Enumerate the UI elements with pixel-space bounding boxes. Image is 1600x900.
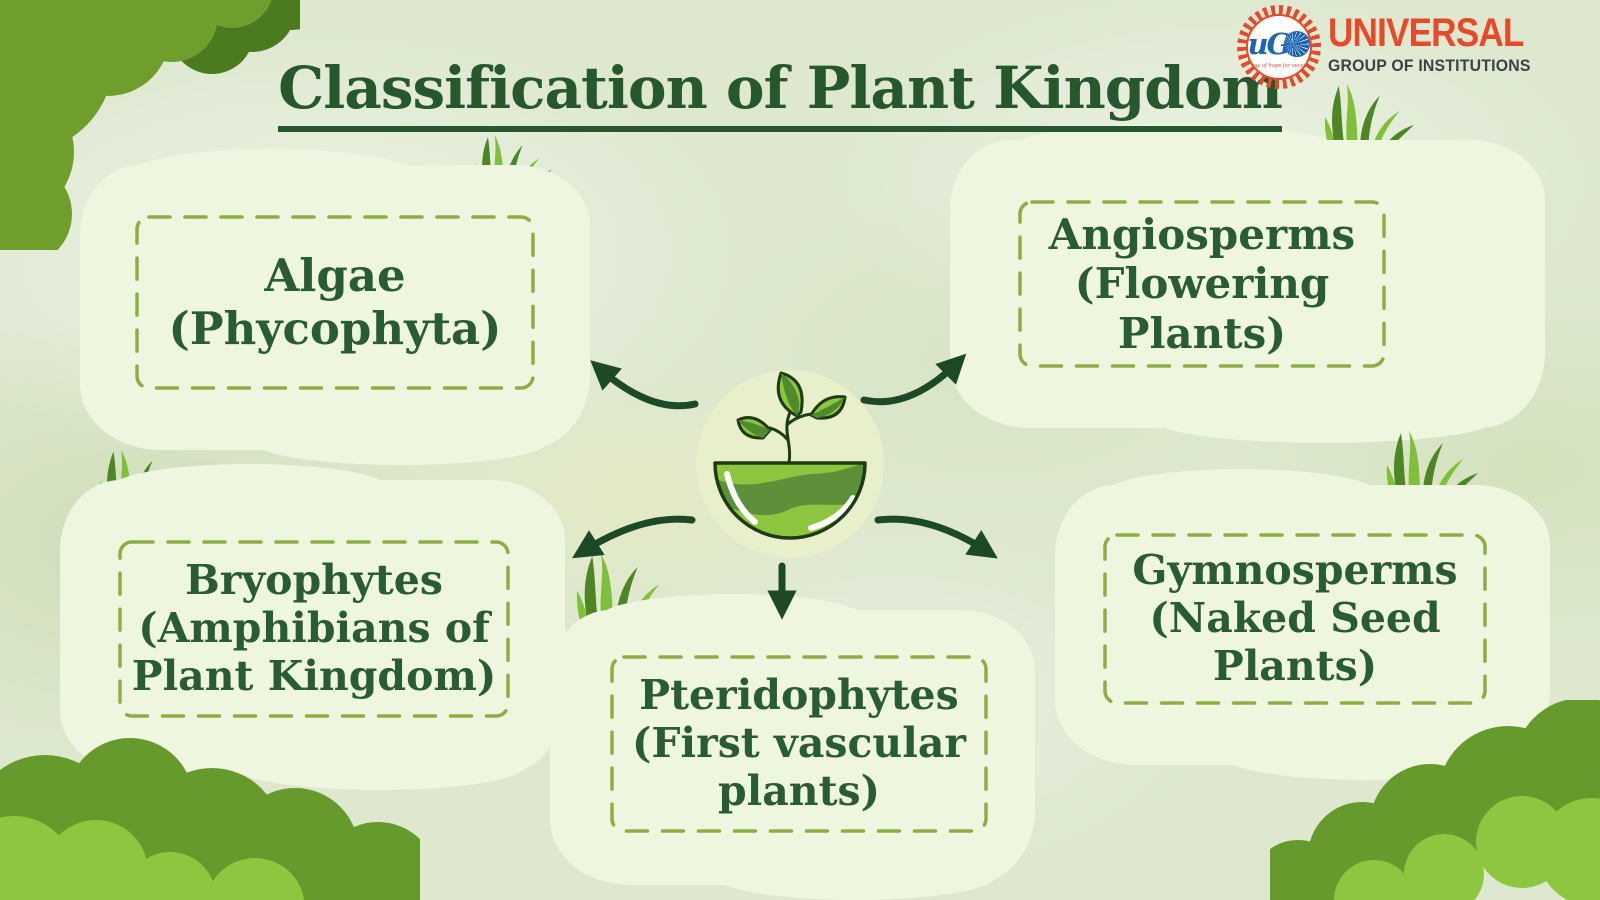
emblem-monogram-text: uG <box>1247 26 1291 61</box>
node-label-line: Bryophytes <box>185 556 443 605</box>
node-label-line: Plants) <box>1117 308 1287 358</box>
node-label-line: Pteridophytes <box>639 671 959 720</box>
emblem-monogram: uG <box>1247 26 1310 62</box>
bush-decoration-top-left-icon <box>0 0 300 250</box>
brand-subtitle: GROUP OF INSTITUTIONS <box>1327 57 1531 75</box>
sprout-in-soil-icon <box>696 370 884 558</box>
node-bryophytes: Bryophytes (Amphibians of Plant Kingdom) <box>60 464 565 790</box>
node-label: Pteridophytes (First vascular plants) <box>610 655 988 833</box>
dashed-border <box>118 540 510 718</box>
node-label: Angiosperms (Flowering Plants) <box>1018 200 1386 368</box>
node-label-line: Gymnosperms <box>1132 546 1458 595</box>
card-background <box>950 124 1545 443</box>
ugi-emblem-icon: uG A ray of hope for success <box>1236 5 1321 89</box>
bush-decoration-bottom-right-icon <box>1270 700 1600 900</box>
node-label-line: plants) <box>717 766 881 815</box>
node-label: Bryophytes (Amphibians of Plant Kingdom) <box>118 540 510 718</box>
card-background <box>60 464 565 790</box>
node-label-line: (Amphibians of <box>138 604 490 653</box>
node-algae: Algae (Phycophyta) <box>80 149 590 465</box>
card-background <box>1055 469 1550 780</box>
node-angiosperms: Angiosperms (Flowering Plants) <box>950 124 1545 443</box>
dashed-border <box>610 655 988 833</box>
arrow-to-bryophytes-icon <box>572 515 696 559</box>
node-label-line: (Flowering <box>1074 259 1330 309</box>
emblem-tagline: A ray of hope for success <box>1246 62 1312 68</box>
dashed-border <box>135 215 535 390</box>
node-label-line: (Phycophyta) <box>168 301 502 355</box>
node-pteridophytes: Pteridophytes (First vascular plants) <box>550 610 1035 900</box>
bush-decoration-bottom-left-icon <box>0 738 420 900</box>
node-label-line: Plant Kingdom) <box>131 651 497 700</box>
node-label-line: Plants) <box>1212 641 1378 690</box>
arrow-to-pteridophytes-icon <box>767 562 797 620</box>
brand-text: UNIVERSAL GROUP OF INSTITUTIONS <box>1328 5 1550 75</box>
node-gymnosperms: Gymnosperms (Naked Seed Plants) <box>1055 469 1550 780</box>
dashed-border <box>1103 533 1487 705</box>
node-label-line: (Naked Seed <box>1149 594 1441 643</box>
arrow-to-algae-icon <box>590 360 699 410</box>
emblem-core: uG A ray of hope for success <box>1245 14 1312 80</box>
node-label-line: Angiosperms <box>1048 210 1356 260</box>
arrow-to-gymnosperms-icon <box>874 515 998 559</box>
node-label-line: Algae <box>264 248 406 302</box>
brand-name: UNIVERSAL <box>1327 11 1524 55</box>
arrow-to-angiosperms-icon <box>860 353 967 406</box>
node-label-line: (First vascular <box>632 719 966 768</box>
node-label: Algae (Phycophyta) <box>135 215 535 390</box>
node-label: Gymnosperms (Naked Seed Plants) <box>1103 533 1487 705</box>
brand-logo: uG A ray of hope for success UNIVERSAL G… <box>1236 5 1550 89</box>
page-title: Classification of Plant Kingdom <box>0 58 1560 132</box>
emblem-fan-icon <box>1284 30 1310 57</box>
page-title-text: Classification of Plant Kingdom <box>278 58 1283 132</box>
card-background <box>80 149 590 465</box>
dashed-border <box>1018 200 1386 368</box>
